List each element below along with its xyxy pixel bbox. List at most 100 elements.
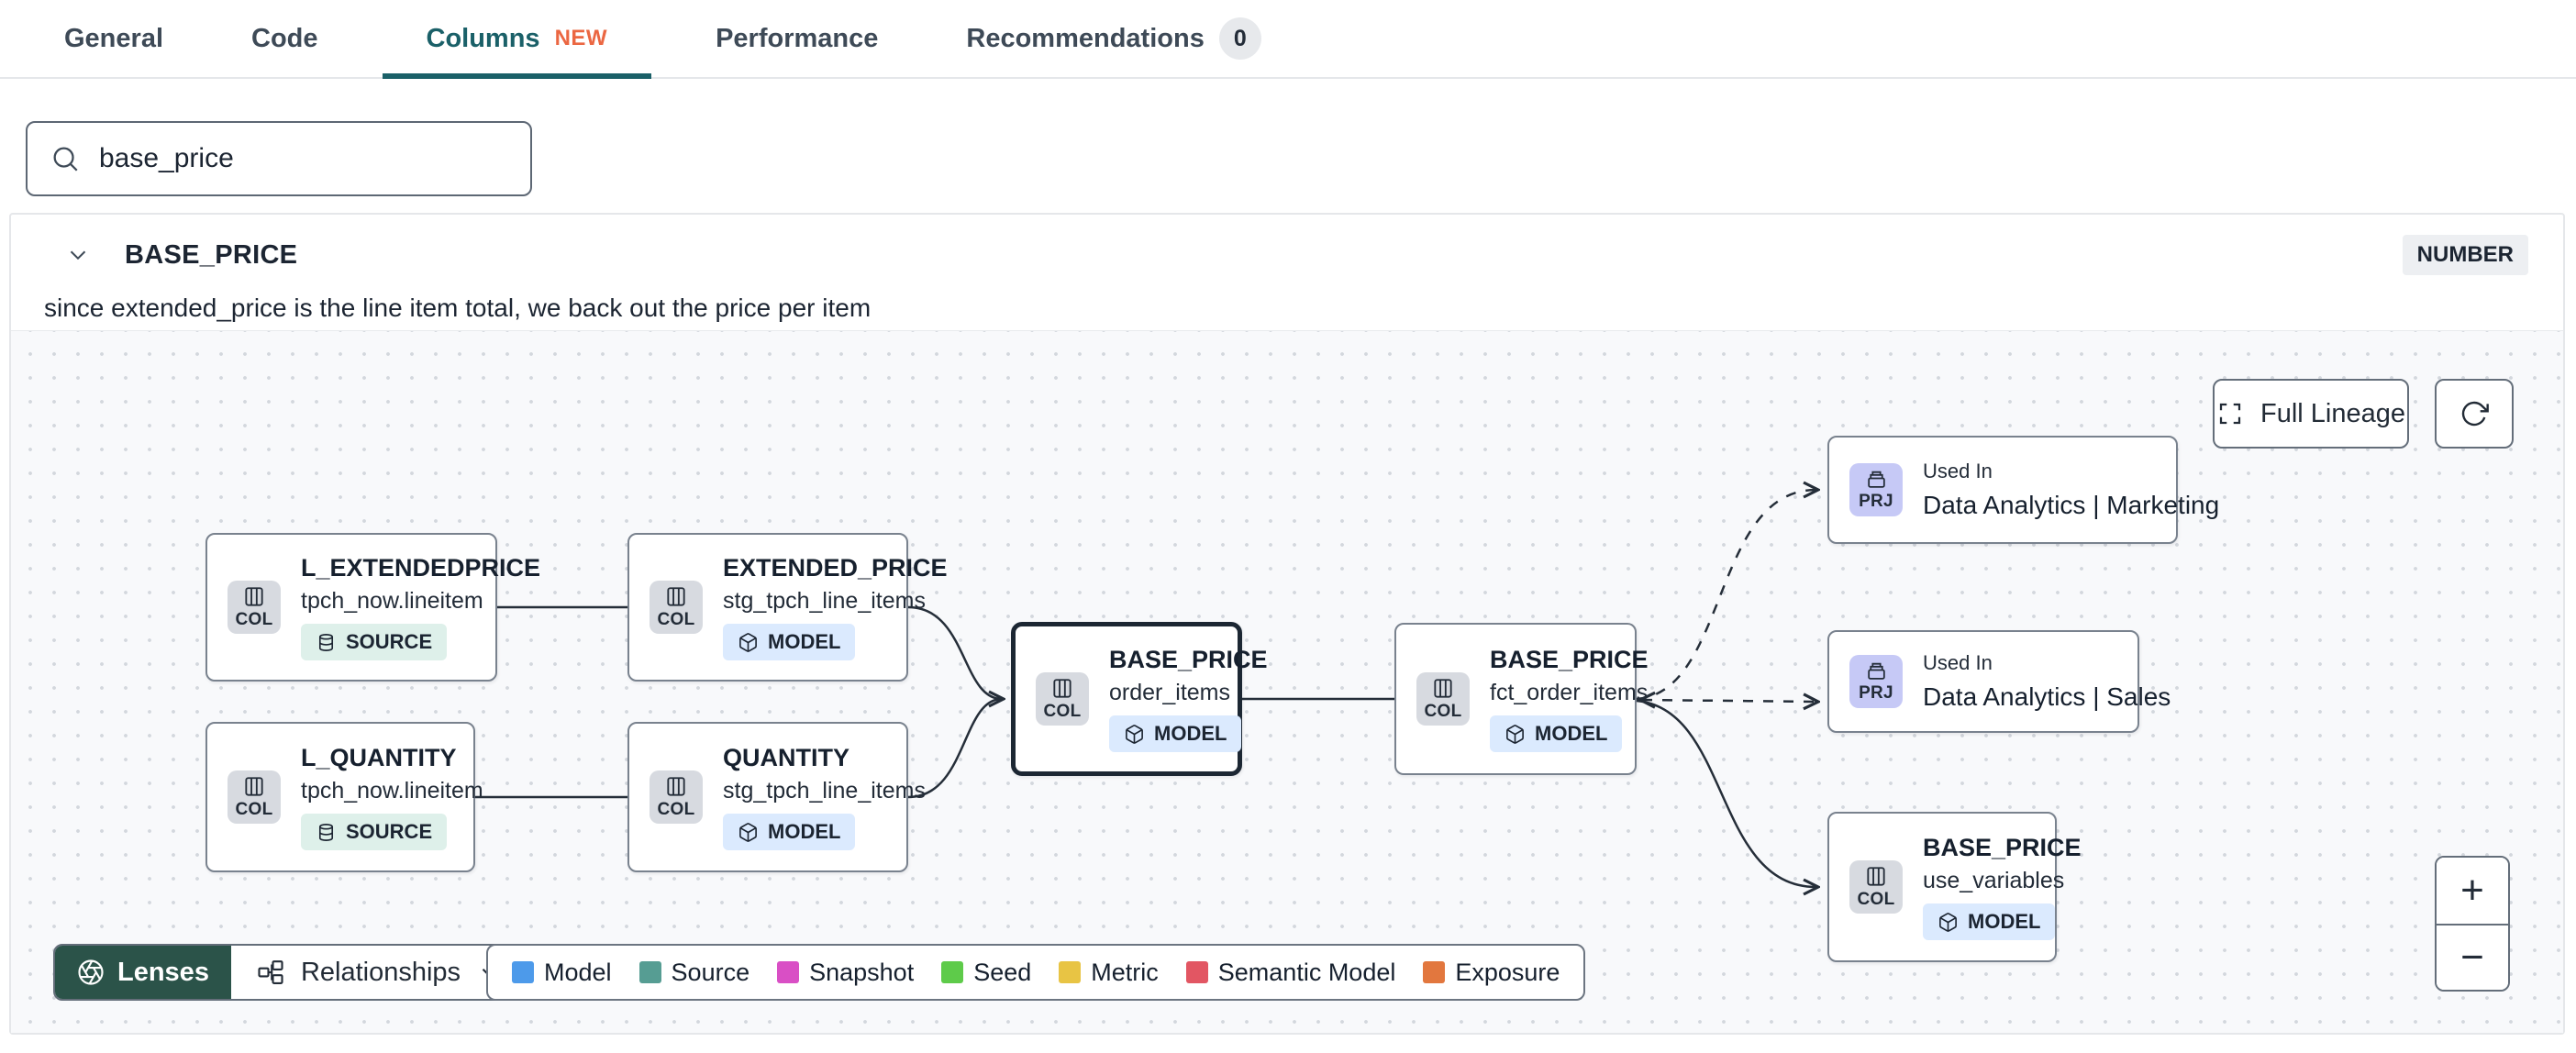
legend-swatch bbox=[1059, 961, 1082, 983]
lineage-node-used-in-marketing[interactable]: PRJ Used In Data Analytics | Marketing bbox=[1827, 436, 2219, 544]
col-badge: COL bbox=[650, 581, 703, 634]
full-lineage-button[interactable]: Full Lineage bbox=[2213, 379, 2409, 449]
node-subtitle: fct_order_items bbox=[1490, 680, 1649, 705]
lineage-node-l-extendedprice[interactable]: COL L_EXTENDEDPRICE tpch_now.lineitem SO… bbox=[205, 533, 540, 682]
node-subtitle: tpch_now.lineitem bbox=[301, 778, 483, 804]
node-subtitle: stg_tpch_line_items bbox=[723, 588, 926, 614]
lineage-node-quantity[interactable]: COL QUANTITY stg_tpch_line_items MODEL bbox=[627, 722, 926, 872]
badge-label: COL bbox=[235, 609, 273, 629]
full-lineage-label: Full Lineage bbox=[2260, 398, 2405, 428]
node-text: Used In Data Analytics | Marketing bbox=[1923, 460, 2219, 520]
resource-legend: Model Source Snapshot Seed Metric Semant… bbox=[486, 944, 1586, 1001]
lenses-controls: Lenses Relationships bbox=[53, 944, 529, 1001]
zoom-controls: + − bbox=[2435, 856, 2510, 992]
recommendations-count-badge: 0 bbox=[1218, 17, 1261, 60]
tab-label: General bbox=[64, 23, 163, 53]
node-subtitle: tpch_now.lineitem bbox=[301, 588, 483, 614]
badge-label: COL bbox=[1043, 701, 1082, 721]
zoom-in-button[interactable]: + bbox=[2437, 858, 2508, 924]
tab-label: Code bbox=[251, 23, 318, 53]
tab-bar: General Code Columns NEW Performance Rec… bbox=[0, 0, 2576, 79]
refresh-icon bbox=[2461, 401, 2489, 427]
database-icon bbox=[318, 823, 334, 841]
pill-label: MODEL bbox=[768, 630, 841, 653]
legend-label: Seed bbox=[973, 958, 1032, 986]
new-badge: NEW bbox=[554, 26, 608, 50]
resource-pill: MODEL bbox=[723, 814, 856, 850]
node-text: BASE_PRICE fct_order_items MODEL bbox=[1490, 646, 1649, 752]
chevron-down-icon[interactable] bbox=[64, 241, 92, 269]
tab-columns[interactable]: Columns NEW bbox=[382, 0, 652, 79]
columns-icon bbox=[245, 776, 263, 796]
lineage-node-base-price-use-variables[interactable]: COL BASE_PRICE use_variables MODEL bbox=[1827, 812, 2082, 962]
legend-label: Semantic Model bbox=[1217, 958, 1396, 986]
columns-icon bbox=[1434, 678, 1452, 698]
legend-item-model: Model bbox=[512, 959, 612, 987]
legend-item-snapshot: Snapshot bbox=[777, 959, 914, 987]
resource-pill: SOURCE bbox=[301, 814, 448, 850]
pill-label: MODEL bbox=[1154, 722, 1227, 745]
lenses-button[interactable]: Lenses bbox=[55, 946, 231, 999]
lineage-canvas[interactable]: COL L_EXTENDEDPRICE tpch_now.lineitem SO… bbox=[11, 330, 2563, 1033]
node-title: L_QUANTITY bbox=[301, 744, 457, 771]
legend-item-metric: Metric bbox=[1059, 959, 1159, 987]
tab-performance[interactable]: Performance bbox=[692, 0, 902, 77]
col-badge: COL bbox=[1849, 860, 1903, 914]
resource-pill: MODEL bbox=[1923, 903, 2056, 940]
tab-recommendations[interactable]: Recommendations 0 bbox=[942, 0, 1284, 77]
pill-label: MODEL bbox=[1535, 722, 1608, 745]
legend-label: Model bbox=[544, 958, 612, 986]
resource-pill: MODEL bbox=[723, 624, 856, 660]
lineage-node-base-price-order-items[interactable]: COL BASE_PRICE order_items MODEL bbox=[1011, 622, 1268, 776]
resource-pill: MODEL bbox=[1490, 715, 1623, 752]
node-title: BASE_PRICE bbox=[1109, 646, 1268, 673]
legend-swatch bbox=[512, 961, 534, 983]
refresh-button[interactable] bbox=[2435, 379, 2514, 449]
node-subtitle: order_items bbox=[1109, 680, 1230, 705]
node-title: BASE_PRICE bbox=[1923, 834, 2082, 861]
node-title: Data Analytics | Sales bbox=[1923, 682, 2171, 711]
column-type-badge: NUMBER bbox=[2402, 235, 2528, 275]
relationships-dropdown[interactable]: Relationships bbox=[230, 946, 527, 999]
badge-label: COL bbox=[657, 609, 695, 629]
columns-icon bbox=[1053, 678, 1071, 698]
legend-label: Snapshot bbox=[809, 958, 915, 986]
relationships-label: Relationships bbox=[300, 957, 461, 987]
prj-badge: PRJ bbox=[1849, 655, 1903, 708]
search-input[interactable] bbox=[99, 143, 508, 174]
expand-icon bbox=[2219, 403, 2241, 425]
node-title: BASE_PRICE bbox=[1490, 646, 1649, 673]
lineage-node-extended-price[interactable]: COL EXTENDED_PRICE stg_tpch_line_items M… bbox=[627, 533, 948, 682]
legend-item-semantic-model: Semantic Model bbox=[1185, 958, 1396, 987]
columns-icon bbox=[245, 586, 263, 606]
lineage-node-base-price-fct-order-items[interactable]: COL BASE_PRICE fct_order_items MODEL bbox=[1394, 623, 1649, 775]
tab-code[interactable]: Code bbox=[228, 0, 342, 77]
cube-icon bbox=[1506, 724, 1524, 744]
node-text: QUANTITY stg_tpch_line_items MODEL bbox=[723, 744, 926, 850]
aperture-icon bbox=[78, 959, 104, 985]
column-search[interactable] bbox=[26, 121, 532, 196]
cube-icon bbox=[1939, 912, 1957, 932]
used-in-label: Used In bbox=[1923, 460, 1993, 482]
badge-label: COL bbox=[657, 799, 695, 819]
lenses-label: Lenses bbox=[117, 957, 209, 987]
relationships-icon bbox=[258, 960, 283, 984]
lineage-node-used-in-sales[interactable]: PRJ Used In Data Analytics | Sales bbox=[1827, 630, 2171, 733]
badge-label: COL bbox=[1424, 701, 1462, 721]
badge-label: PRJ bbox=[1859, 683, 1893, 703]
cube-icon bbox=[739, 632, 757, 652]
badge-label: COL bbox=[1857, 889, 1895, 909]
node-subtitle: use_variables bbox=[1923, 868, 2065, 893]
legend-label: Exposure bbox=[1455, 958, 1560, 986]
project-icon bbox=[1867, 471, 1885, 488]
columns-icon bbox=[1867, 866, 1885, 886]
tab-label: Columns bbox=[426, 23, 540, 53]
lineage-node-l-quantity[interactable]: COL L_QUANTITY tpch_now.lineitem SOURCE bbox=[205, 722, 483, 872]
column-panel: BASE_PRICE NUMBER since extended_price i… bbox=[9, 213, 2565, 1035]
node-text: EXTENDED_PRICE stg_tpch_line_items MODEL bbox=[723, 554, 948, 660]
tab-general[interactable]: General bbox=[40, 0, 187, 77]
node-subtitle: stg_tpch_line_items bbox=[723, 778, 926, 804]
legend-label: Metric bbox=[1091, 958, 1159, 986]
node-text: BASE_PRICE order_items MODEL bbox=[1109, 646, 1268, 752]
zoom-out-button[interactable]: − bbox=[2437, 924, 2508, 990]
